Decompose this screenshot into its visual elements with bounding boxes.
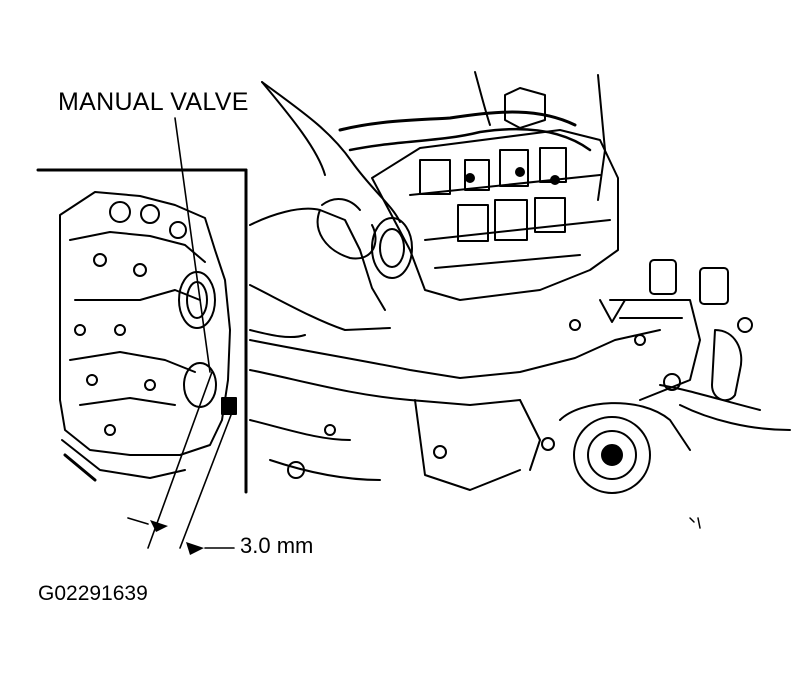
- inset-frame: [36, 168, 248, 494]
- manual-valve-leader: [174, 117, 211, 373]
- hand-illustration: [249, 71, 606, 339]
- figure-id: G02291639: [38, 582, 148, 605]
- dimension-label: 3.0 mm: [240, 533, 314, 558]
- inset-valve-body: [59, 191, 237, 482]
- dimension-marks: [127, 371, 237, 549]
- valve-body-assembly: [338, 87, 619, 301]
- manual-valve-callout: MANUAL VALVE: [58, 88, 249, 116]
- scan-artifact: [689, 517, 701, 529]
- transmission-case: [249, 259, 791, 494]
